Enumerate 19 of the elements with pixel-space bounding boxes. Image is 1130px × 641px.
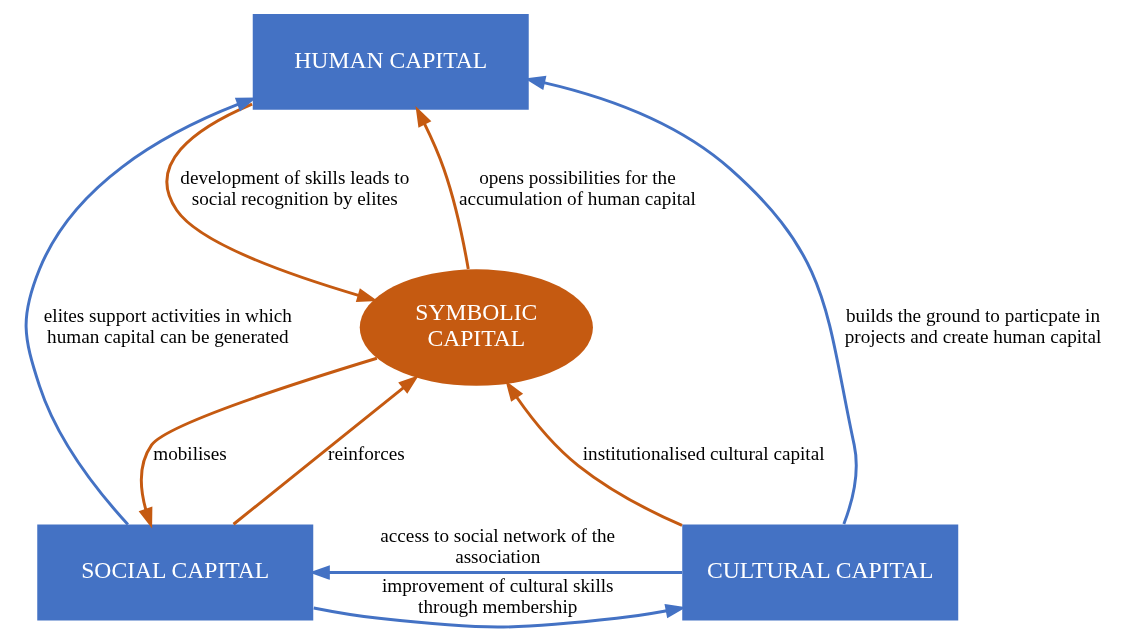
edge-label: elites support activities in which human capital can be generated	[43, 305, 292, 347]
node-box: CULTURAL CAPITAL	[681, 524, 958, 621]
arrow	[138, 356, 377, 529]
arrow	[232, 375, 419, 526]
arrow	[415, 106, 470, 270]
arrow	[312, 603, 686, 629]
edge-label: institutionalised cultural capital	[582, 443, 824, 465]
edge-label: development of skills leads to social recognition by elites	[179, 167, 409, 209]
edge-label: builds the ground to particpate in projects and create human capital	[844, 305, 1101, 347]
edge-label: access to social network of the association	[379, 525, 615, 567]
node-box: SOCIAL CAPITAL	[36, 524, 313, 621]
edge-label: improvement of cultural skills through membership	[381, 575, 614, 618]
edge-label: reinforces	[327, 443, 405, 465]
edge-label: opens possibilities for the accumulation of human capital	[458, 167, 696, 209]
arrow	[165, 102, 378, 303]
node-box: HUMAN CAPITAL	[252, 13, 529, 110]
edge-label: mobilises	[152, 443, 227, 465]
arrow	[505, 380, 683, 527]
node-ellipse: SYMBOLIC CAPITAL	[359, 269, 593, 386]
